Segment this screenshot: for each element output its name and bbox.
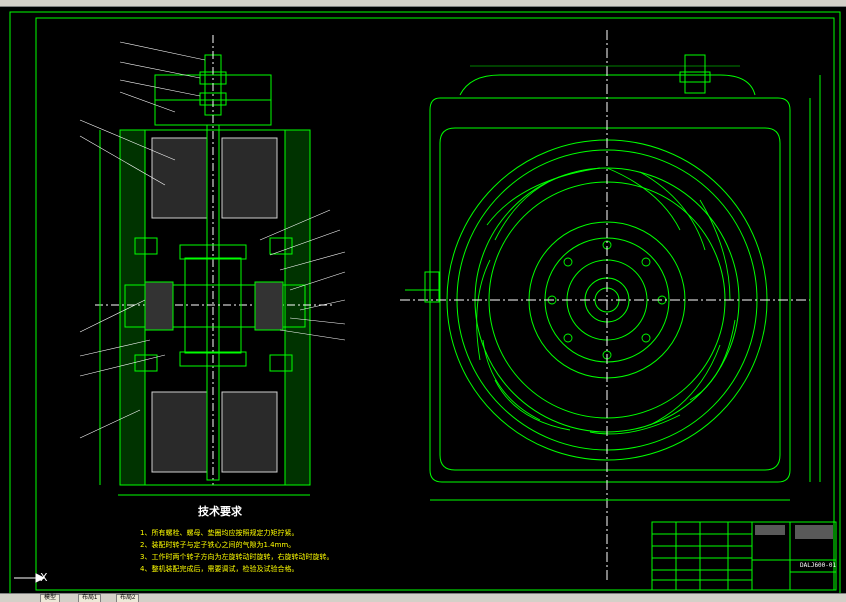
requirement-line-4: 4、整机装配完成后，需要调试，检验及试验合格。	[140, 565, 299, 573]
drawing-number: DALJ600-01	[800, 562, 837, 569]
title-block	[651, 521, 837, 591]
layout-tab-bar	[0, 593, 846, 602]
requirement-line-2: 2、装配时转子与定子铁心之间的气隙为1.4mm。	[140, 541, 296, 549]
ucs-x-label: X	[40, 571, 48, 584]
inner-border	[35, 17, 835, 591]
leader-lines-left	[79, 41, 346, 439]
tab-layout1[interactable]: 布局1	[78, 594, 102, 602]
requirement-line-3: 3、工作时两个转子方向为左旋转动时旋转，右旋转动时旋转。	[140, 553, 334, 561]
tab-layout2[interactable]: 布局2	[116, 594, 140, 602]
front-view	[400, 30, 821, 580]
requirement-line-1: 1、所有螺栓、螺母、垫圈均应按照规定力矩拧紧。	[140, 529, 299, 537]
application-toolbar	[0, 0, 846, 7]
ucs-icon	[14, 573, 46, 583]
technical-requirements-title: 技术要求	[198, 505, 242, 518]
tab-model[interactable]: 模型	[40, 594, 61, 602]
